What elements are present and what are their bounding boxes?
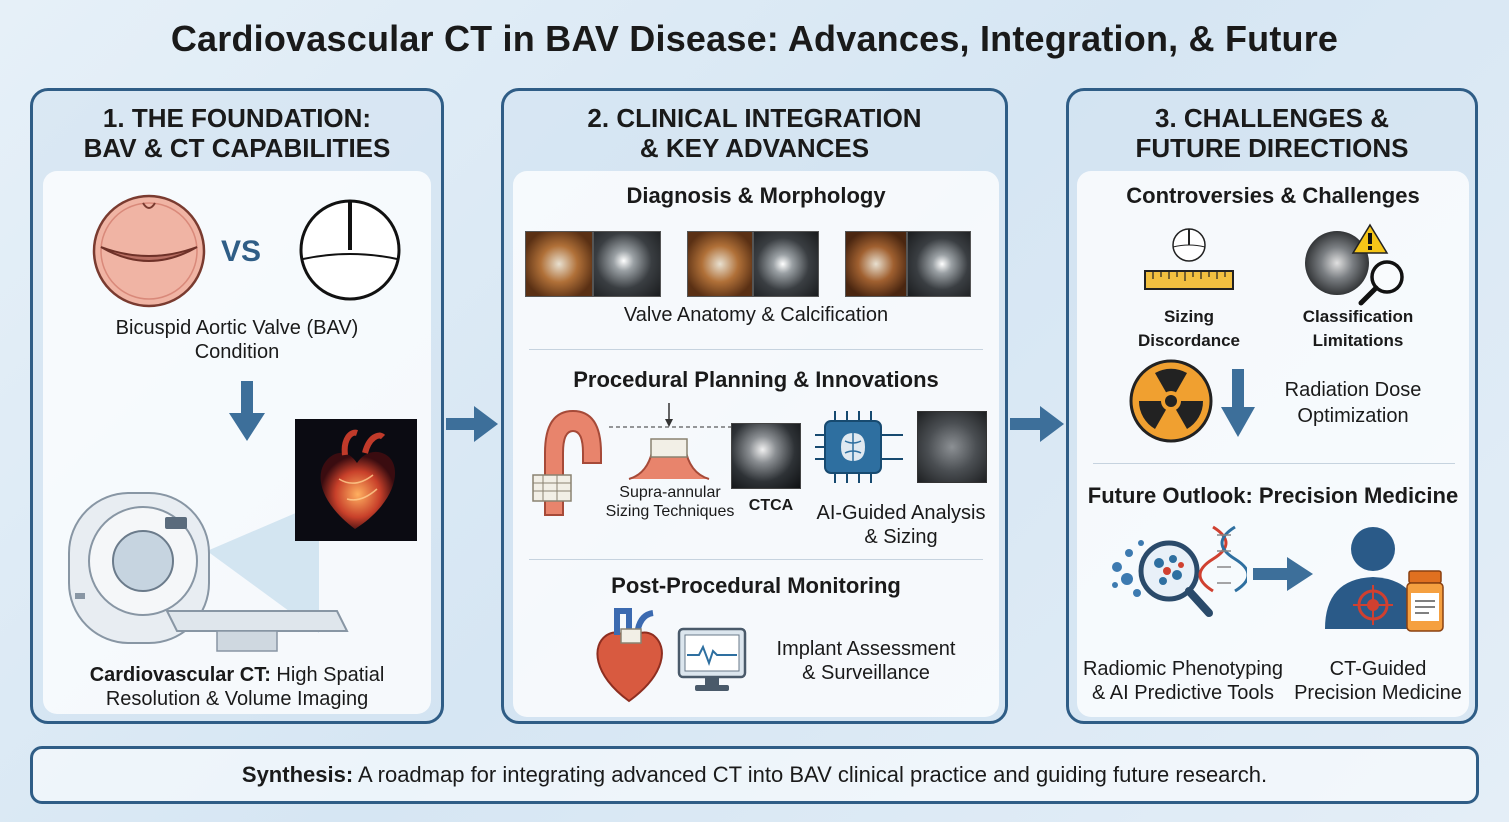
page-title: Cardiovascular CT in BAV Disease: Advanc… (170, 18, 1339, 59)
panel-challenges-heading-line2: FUTURE DIRECTIONS (1135, 133, 1409, 163)
panel-foundation-heading-line2: BAV & CT CAPABILITIES (83, 133, 391, 163)
ct-caption-line1: Cardiovascular CT: High Spatial (43, 663, 431, 687)
supra-annular-icon (609, 403, 743, 480)
radiomic-caption-line1: Radiomic Phenotyping (1082, 658, 1284, 680)
valve-ct-thumb (907, 231, 971, 297)
bav-caption: Bicuspid Aortic Valve (BAV) Condition (43, 316, 431, 364)
panel-clinical-integration: 2. CLINICAL INTEGRATION & KEY ADVANCES D… (501, 88, 1008, 724)
panel-foundation-heading-line1: 1. THE FOUNDATION: (102, 103, 372, 133)
panel-foundation: 1. THE FOUNDATION: BAV & CT CAPABILITIES… (30, 88, 444, 724)
panel-clinical-heading: 2. CLINICAL INTEGRATION & KEY ADVANCES (504, 103, 1005, 163)
valve-ct-thumb (753, 231, 819, 297)
panel-challenges: 3. CHALLENGES & FUTURE DIRECTIONS Contro… (1066, 88, 1478, 724)
arrow-right-icon (1010, 406, 1064, 442)
supra-caption-line1: Supra-annular (619, 484, 721, 501)
synthesis-label: Synthesis: (241, 762, 354, 787)
ai-caption-line1: AI-Guided Analysis (816, 502, 986, 524)
ai-caption: AI-Guided Analysis & Sizing (803, 501, 999, 549)
sizing-caption: Sizing Discordance (1119, 305, 1259, 353)
panel-challenges-heading-line1: 3. CHALLENGES & (1154, 103, 1390, 133)
ruler-icon (1144, 228, 1234, 290)
supra-caption-line2: Sizing Techniques (605, 503, 735, 520)
section-divider (1093, 463, 1455, 464)
dna-icon (1112, 525, 1247, 617)
ct-guided-caption-line1: CT-Guided (1329, 658, 1427, 680)
radiation-caption-line1: Radiation Dose (1284, 379, 1422, 401)
synthesis-text: A roadmap for integrating advanced CT in… (353, 762, 1268, 787)
implant-caption-line1: Implant Assessment (776, 638, 956, 660)
diagnosis-title: Diagnosis & Morphology (626, 183, 886, 208)
ct-caption-bold: Cardiovascular CT: (89, 664, 271, 686)
post-procedural-title: Post-Procedural Monitoring (611, 573, 901, 598)
ct-caption-rest: High Spatial (270, 664, 385, 686)
ct-guided-caption: CT-Guided Precision Medicine (1287, 657, 1469, 705)
bav-caption-line2: Condition (194, 341, 280, 363)
valve-ct-thumb (593, 231, 661, 297)
magnifier-icon (1358, 260, 1404, 306)
arrow-right-icon (1253, 557, 1313, 591)
bav-caption-line1: Bicuspid Aortic Valve (BAV) (115, 317, 359, 339)
valve-ct-thumb (687, 231, 753, 297)
arrow-down-icon (1221, 369, 1255, 437)
classification-caption: Classification Limitations (1283, 305, 1433, 353)
radiation-caption-line2: Optimization (1297, 405, 1409, 427)
heart-ct-image (295, 419, 417, 541)
valve-ct-thumb (845, 231, 907, 297)
heart-icon (596, 608, 663, 703)
classification-caption-line1: Classification (1302, 307, 1414, 326)
aorta-icon (532, 409, 602, 516)
radiation-icon (1129, 359, 1213, 443)
ctca-image (731, 423, 801, 489)
sizing-caption-line1: Sizing (1163, 307, 1215, 326)
tricuspid-valve-icon (299, 199, 401, 301)
panel-clinical-heading-line2: & KEY ADVANCES (639, 133, 870, 163)
valve-ct-thumbnails (525, 231, 971, 297)
radiomic-caption-line2: & AI Predictive Tools (1092, 682, 1274, 704)
radiation-caption: Radiation Dose Optimization (1263, 377, 1443, 429)
ct-scanner-icon (68, 492, 349, 652)
arrow-right-icon (446, 406, 498, 442)
implant-caption-line2: & Surveillance (802, 662, 930, 684)
supra-annular-caption: Supra-annular Sizing Techniques (595, 483, 745, 521)
warning-icon (1351, 223, 1389, 254)
panel-clinical-heading-line1: 2. CLINICAL INTEGRATION (587, 103, 922, 133)
future-outlook-title: Future Outlook: Precision Medicine (1087, 483, 1459, 508)
controversies-title: Controversies & Challenges (1126, 183, 1420, 208)
ct-guided-caption-line2: Precision Medicine (1294, 682, 1462, 704)
panel-challenges-inner: Controversies & Challenges Sizing Discor… (1077, 171, 1469, 717)
heart-icon (320, 429, 396, 529)
section-divider (529, 559, 983, 560)
ai-caption-line2: & Sizing (864, 526, 938, 548)
section-divider (529, 349, 983, 350)
procedural-title: Procedural Planning & Innovations (573, 367, 939, 392)
valve-ct-thumb (525, 231, 593, 297)
diagnosis-caption: Valve Anatomy & Calcification (623, 304, 889, 326)
ct-caption-line2: Resolution & Volume Imaging (105, 688, 369, 710)
implant-caption: Implant Assessment & Surveillance (761, 637, 971, 685)
arrow-down-icon (229, 381, 265, 441)
patient-target-icon (1325, 527, 1421, 629)
panel-foundation-heading: 1. THE FOUNDATION: BAV & CT CAPABILITIES (33, 103, 441, 163)
vs-label: VS (221, 235, 262, 268)
ai-heart-image (917, 411, 987, 483)
ai-chip-icon (815, 411, 903, 483)
synthesis-bar: Synthesis: A roadmap for integrating adv… (30, 746, 1479, 804)
sizing-caption-line2: Discordance (1137, 331, 1241, 350)
ctca-label: CTCA (748, 497, 794, 514)
panel-challenges-heading: 3. CHALLENGES & FUTURE DIRECTIONS (1069, 103, 1475, 163)
panel-clinical-inner: Diagnosis & Morphology Valve Anatomy & C… (513, 171, 999, 717)
monitor-icon (677, 627, 747, 691)
radiomic-caption: Radiomic Phenotyping & AI Predictive Too… (1077, 657, 1289, 705)
classification-caption-line2: Limitations (1312, 331, 1404, 350)
ct-caption: Cardiovascular CT: High Spatial Resoluti… (43, 663, 431, 711)
bicuspid-valve-icon (92, 194, 206, 308)
pill-bottle-icon (1406, 570, 1444, 632)
panel-foundation-inner: VS Bicuspid Aortic Valve (BAV) Condition (43, 171, 431, 714)
classification-ct-image (1305, 231, 1369, 295)
